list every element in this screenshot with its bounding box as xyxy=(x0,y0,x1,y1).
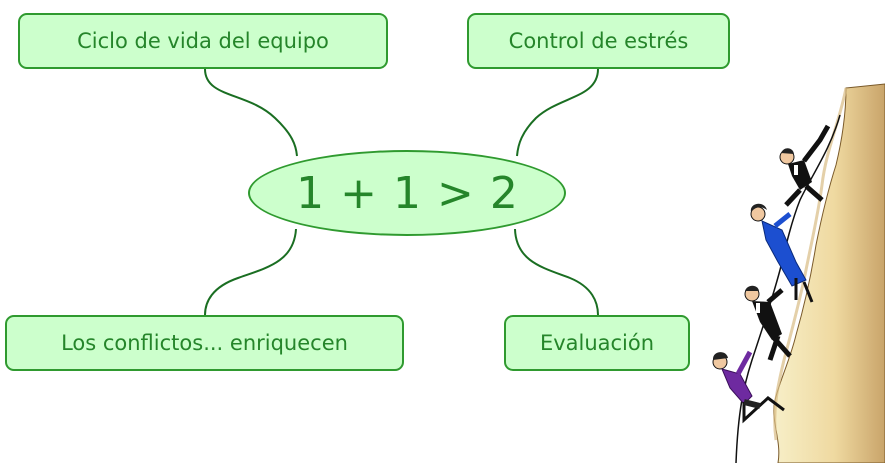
connector-bottom-left xyxy=(204,228,297,316)
connector-top-right xyxy=(516,68,599,157)
node-evaluation-label: Evaluación xyxy=(539,331,655,355)
node-conflicts-enrich: Los conflictos... enriquecen xyxy=(5,315,404,371)
climber-man-top xyxy=(779,124,831,207)
node-stress-control-label: Control de estrés xyxy=(508,29,689,53)
node-stress-control: Control de estrés xyxy=(467,13,730,69)
climbing-team-illustration xyxy=(712,83,885,463)
center-ellipse: 1 + 1 > 2 xyxy=(248,150,566,236)
climber-woman-purple xyxy=(712,350,785,424)
climber-woman-blue xyxy=(750,203,814,303)
center-formula-label: 1 + 1 > 2 xyxy=(296,167,518,219)
connector-top-left xyxy=(204,68,298,157)
node-evaluation: Evaluación xyxy=(504,315,690,371)
climber-man-middle xyxy=(744,285,792,361)
node-team-lifecycle-label: Ciclo de vida del equipo xyxy=(77,29,329,53)
connector-bottom-right xyxy=(514,228,599,316)
node-team-lifecycle: Ciclo de vida del equipo xyxy=(18,13,388,69)
node-conflicts-enrich-label: Los conflictos... enriquecen xyxy=(61,331,348,355)
